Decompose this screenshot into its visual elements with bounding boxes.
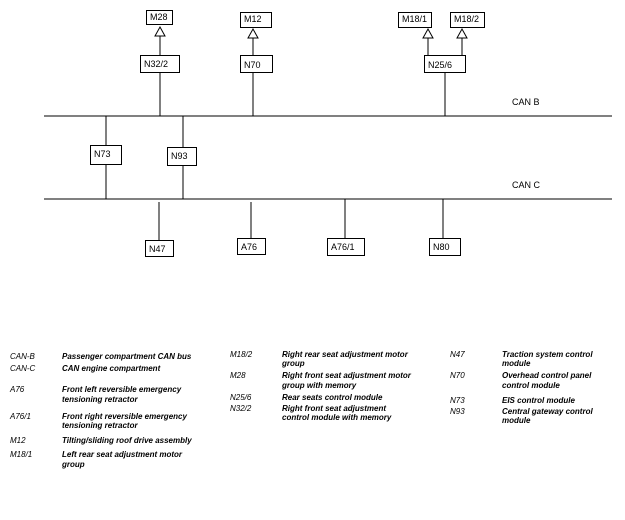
legend-code: M18/1 — [10, 450, 33, 460]
legend-item: N70 Overhead control panel control modul… — [450, 371, 617, 389]
legend-column-1: CAN-B Passenger compartment CAN bus CAN-… — [10, 352, 192, 472]
legend-column-3: N47 Traction system control module N70 O… — [450, 350, 617, 428]
legend-item: A76 Front left reversible emergency tens… — [10, 385, 192, 403]
legend-code: M18/2 — [230, 350, 253, 359]
legend-item: M18/1 Left rear seat adjustment motor gr… — [10, 450, 192, 468]
module-m28: M28 — [146, 10, 173, 25]
legend-description: Overhead control panel control module — [502, 371, 592, 390]
legend-code: CAN-B — [10, 352, 35, 361]
m18-2-arrow — [456, 27, 468, 39]
legend-code: N47 — [450, 350, 465, 359]
legend-description: Traction system control module — [502, 350, 593, 369]
module-n93: N93 — [167, 147, 197, 166]
can-b-label: CAN B — [512, 97, 540, 107]
module-n70: N70 — [240, 55, 273, 73]
legend-item: N32/2 Right front seat adjustment contro… — [230, 404, 412, 422]
legend-description: CAN engine compartment — [62, 364, 161, 374]
can-c-label: CAN C — [512, 180, 541, 190]
legend-item: N73 EIS control module — [450, 396, 617, 405]
legend-description: Right front seat adjustment motor group … — [282, 371, 411, 390]
legend-description: Right front seat adjustment control modu… — [282, 403, 392, 423]
legend-description: Rear seats control module — [282, 392, 383, 402]
legend-item: CAN-B Passenger compartment CAN bus — [10, 352, 192, 361]
legend-description: Right rear seat adjustment motor group — [282, 350, 408, 369]
m18-1-arrow — [422, 27, 434, 39]
legend-code: CAN-C — [10, 364, 36, 374]
module-m12: M12 — [240, 12, 272, 28]
legend-item: N47 Traction system control module — [450, 350, 617, 368]
legend-description: Front left reversible emergency tensioni… — [62, 385, 182, 404]
legend-item: N93 Central gateway control module — [450, 407, 617, 425]
m28-arrow — [154, 25, 166, 37]
can-topology-diagram — [44, 25, 612, 240]
legend-code: A76 — [10, 385, 25, 395]
legend-description: Passenger compartment CAN bus — [62, 352, 192, 361]
legend-description: EIS control module — [502, 395, 575, 405]
module-n80: N80 — [429, 238, 461, 256]
module-n73: N73 — [90, 145, 122, 165]
legend-item: M12 Tilting/sliding roof drive assembly — [10, 436, 192, 445]
legend-code: A76/1 — [10, 411, 31, 421]
legend-description: Central gateway control module — [502, 406, 593, 426]
legend-description: Front right reversible emergency tension… — [62, 411, 187, 430]
legend-item: N25/6 Rear seats control module — [230, 393, 412, 402]
module-m18-1: M18/1 — [398, 12, 432, 28]
legend-code: N93 — [450, 406, 465, 416]
module-a76-1: A76/1 — [327, 238, 365, 256]
legend-code: N25/6 — [230, 392, 252, 402]
legend-code: M12 — [10, 436, 26, 446]
legend-description: Tilting/sliding roof drive assembly — [62, 436, 192, 446]
module-n25-6: N25/6 — [424, 55, 466, 73]
module-m18-2: M18/2 — [450, 12, 485, 28]
legend-code: N32/2 — [230, 403, 252, 413]
legend-item: CAN-C CAN engine compartment — [10, 364, 192, 373]
module-n32-2: N32/2 — [140, 55, 180, 73]
module-n47: N47 — [145, 240, 174, 257]
legend-code: N73 — [450, 395, 465, 405]
legend-item: M18/2 Right rear seat adjustment motor g… — [230, 350, 412, 368]
legend-item: M28 Right front seat adjustment motor gr… — [230, 371, 412, 389]
legend-item: A76/1 Front right reversible emergency t… — [10, 412, 192, 430]
legend-description: Left rear seat adjustment motor group — [62, 450, 183, 469]
legend-column-2: M18/2 Right rear seat adjustment motor g… — [230, 350, 412, 425]
module-a76: A76 — [237, 238, 266, 255]
legend-code: N70 — [450, 371, 465, 381]
m12-arrow — [247, 27, 259, 39]
legend-code: M28 — [230, 371, 246, 381]
